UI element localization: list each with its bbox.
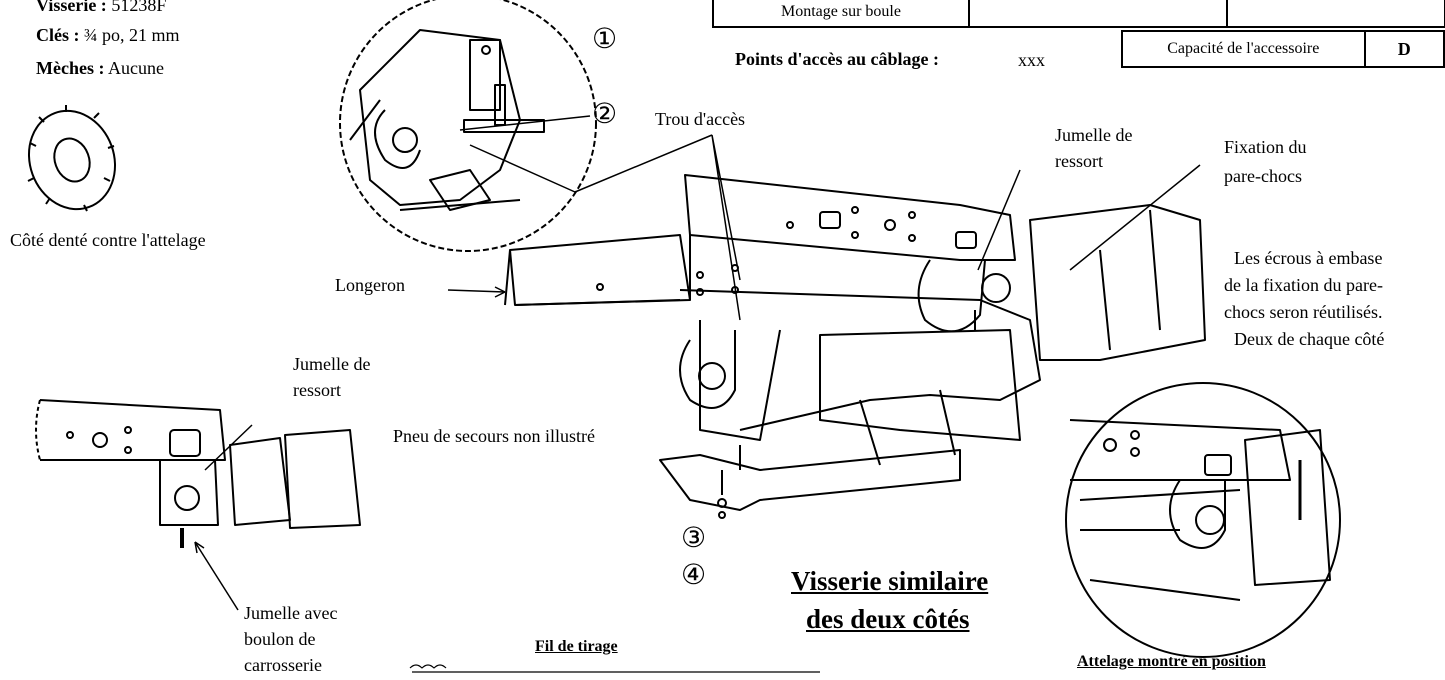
- label-jumelle-left-1: Jumelle de: [293, 354, 371, 374]
- label-trou-acces: Trou d'accès: [655, 109, 746, 129]
- cles-label: Clés :: [36, 25, 80, 45]
- main-frame-drawing: [504, 174, 1206, 519]
- detail-circle-bottom: [1065, 382, 1341, 658]
- hardware-meches: Mèches : Aucune: [36, 57, 164, 79]
- cles-value: ¾ po, 21 mm: [84, 25, 180, 45]
- meches-label: Mèches :: [36, 58, 105, 78]
- callout-2: ②: [592, 99, 618, 130]
- label-jumelle-boulon-1: Jumelle avec: [244, 603, 338, 623]
- visserie-value: 51238F: [111, 0, 167, 15]
- header-table: Montage sur boule: [712, 0, 1445, 28]
- label-pneu: Pneu de secours non illustré: [393, 426, 595, 446]
- washer-caption: Côté denté contre l'attelage: [10, 230, 206, 250]
- label-ecrous-2: de la fixation du pare-: [1224, 275, 1383, 295]
- label-jumelle-left-2: ressort: [293, 380, 341, 400]
- meches-value: Aucune: [107, 58, 164, 78]
- washer-drawing: [27, 105, 117, 212]
- label-fil-tirage: Fil de tirage: [535, 638, 618, 655]
- capacity-label: Capacité de l'accessoire: [1121, 30, 1366, 68]
- label-attelage-position: Attelage montré en position: [1077, 653, 1266, 670]
- label-fixation-1: Fixation du: [1224, 137, 1307, 157]
- wiring-value: xxx: [1018, 50, 1045, 70]
- wiring-label: Points d'accès au câblage :: [735, 49, 939, 69]
- label-jumelle-boulon-3: carrosserie: [244, 655, 322, 675]
- hardware-cles: Clés : ¾ po, 21 mm: [36, 24, 180, 46]
- capacity-table: Capacité de l'accessoire D: [1121, 30, 1445, 68]
- detail-circle-top: [339, 0, 597, 252]
- empty-cell-2: [1226, 0, 1445, 28]
- heading-visserie-similaire-2: des deux côtés: [806, 604, 970, 634]
- callout-3: ③: [681, 523, 707, 554]
- callout-1: ①: [592, 24, 618, 55]
- left-inset-drawing: [35, 399, 361, 611]
- hardware-visserie: Visserie : 51238F: [36, 0, 166, 16]
- label-longeron: Longeron: [335, 275, 405, 295]
- capacity-value: D: [1363, 30, 1445, 68]
- visserie-label: Visserie :: [36, 0, 107, 15]
- callout-4: ④: [681, 560, 707, 591]
- label-jumelle-boulon-2: boulon de: [244, 629, 316, 649]
- label-jumelle-top-2: ressort: [1055, 151, 1103, 171]
- empty-cell-1: [968, 0, 1228, 28]
- label-jumelle-top-1: Jumelle de: [1055, 125, 1133, 145]
- label-fixation-2: pare-chocs: [1224, 166, 1302, 186]
- pull-wire-drawing: [409, 664, 820, 673]
- mounting-cell: Montage sur boule: [712, 0, 970, 28]
- label-ecrous-4: Deux de chaque côté: [1234, 329, 1385, 349]
- label-ecrous-3: chocs seron réutilisés.: [1224, 302, 1383, 322]
- label-ecrous-1: Les écrous à embase: [1234, 248, 1383, 268]
- heading-visserie-similaire-1: Visserie similaire: [791, 566, 989, 596]
